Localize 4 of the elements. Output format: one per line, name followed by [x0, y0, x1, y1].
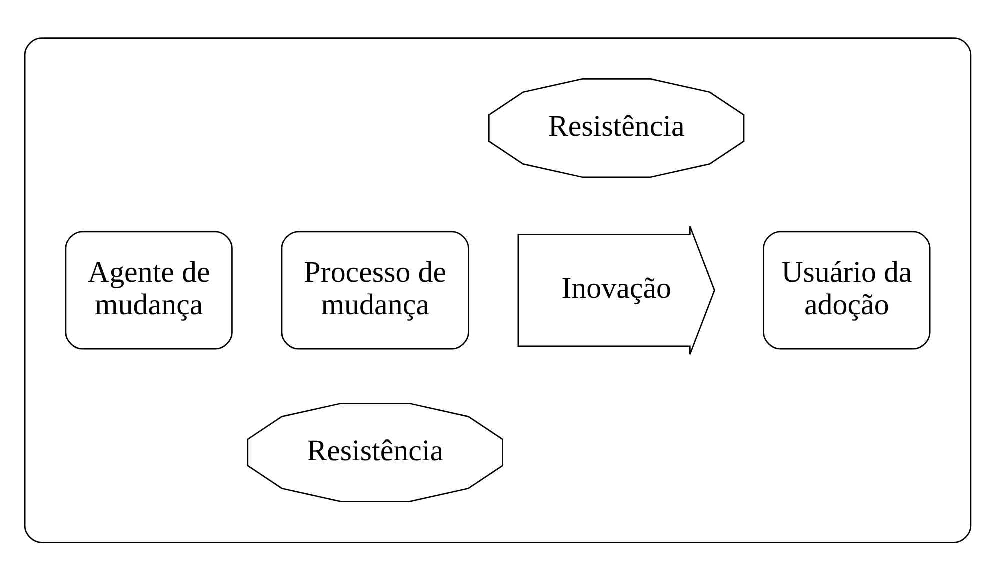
node-box: Processo de mudança	[281, 230, 470, 350]
node-box: Agente de mudança	[65, 230, 233, 350]
node-box: Usuário da adoção	[763, 230, 931, 350]
cluster	[24, 37, 972, 543]
